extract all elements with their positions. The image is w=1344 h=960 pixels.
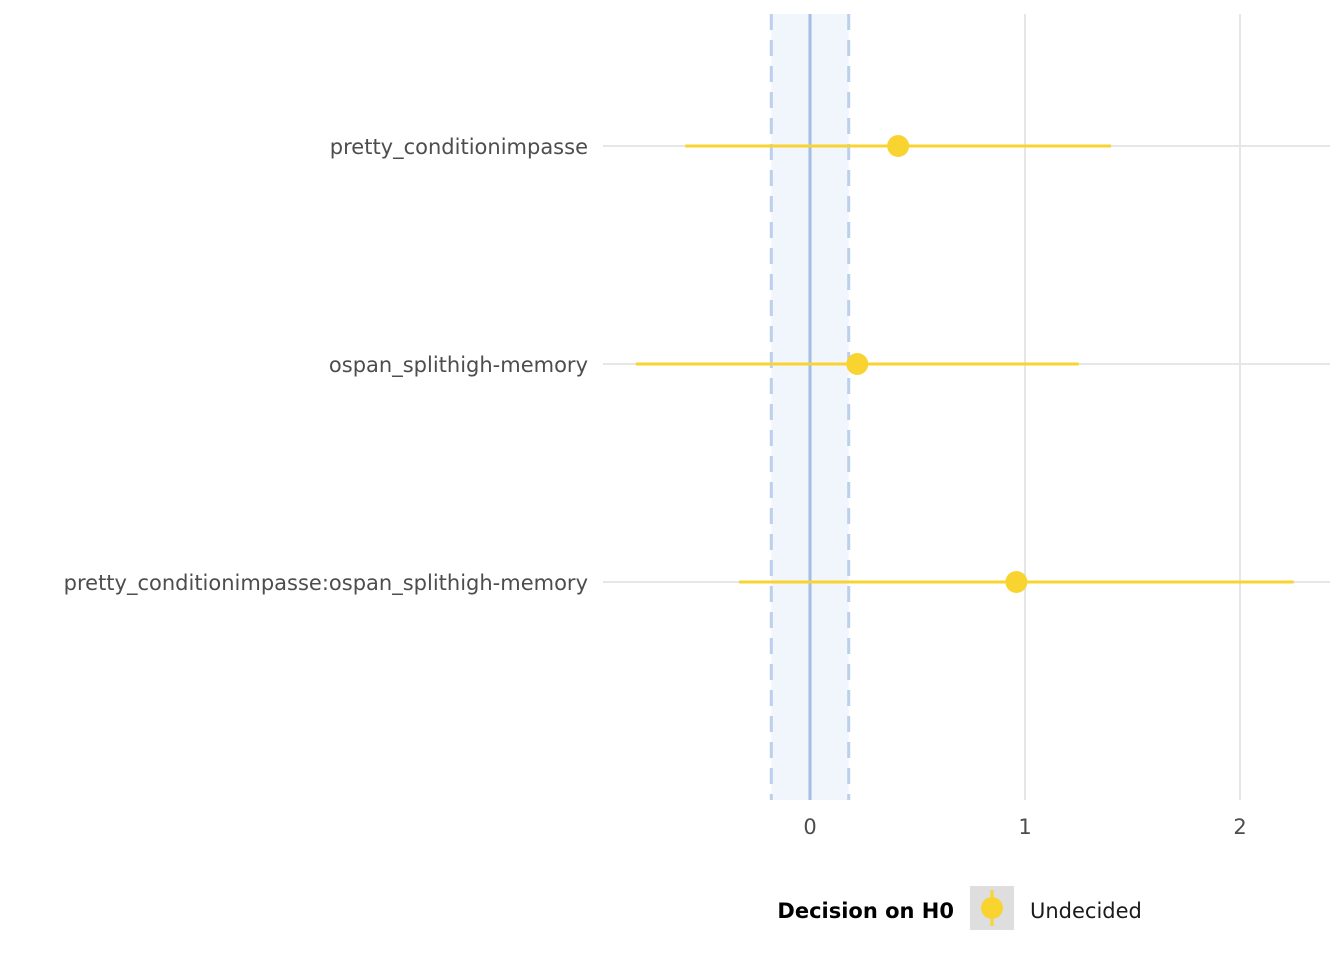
legend-entry-undecided: Undecided bbox=[1030, 899, 1142, 923]
point-estimate-2 bbox=[1005, 571, 1028, 593]
marks-layer bbox=[635, 135, 1294, 593]
category-label-2: pretty_conditionimpasse:ospan_splithigh-… bbox=[64, 571, 588, 596]
point-estimate-0 bbox=[887, 135, 910, 157]
x-tick-label-0: 0 bbox=[803, 815, 816, 839]
point-estimate-1 bbox=[846, 353, 869, 375]
legend-title: Decision on H0 bbox=[777, 899, 954, 923]
x-tick-label-2: 2 bbox=[1233, 815, 1246, 839]
axis-layer: pretty_conditionimpasse ospan_splithigh-m… bbox=[64, 135, 1247, 839]
category-label-0: pretty_conditionimpasse bbox=[330, 135, 588, 160]
grid-layer bbox=[603, 14, 1330, 800]
x-tick-label-1: 1 bbox=[1018, 815, 1031, 839]
legend-key-point bbox=[981, 897, 1003, 919]
legend: Decision on H0 Undecided bbox=[777, 886, 1142, 930]
category-label-1: ospan_splithigh-memory bbox=[329, 353, 588, 378]
rope-layer bbox=[769, 14, 851, 800]
